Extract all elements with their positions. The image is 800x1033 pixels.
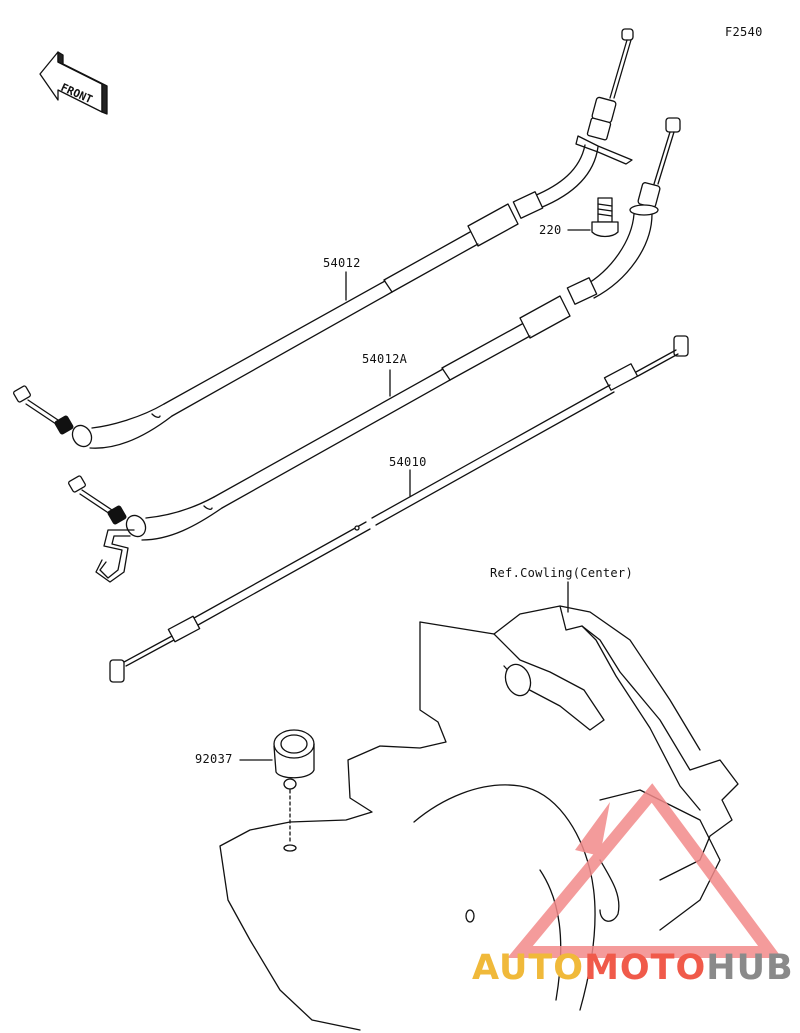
watermark-hub: HUB [706, 948, 794, 988]
bolt-220 [567, 197, 619, 238]
label-92037: 92037 [195, 752, 233, 766]
label-cowling-reference: Ref.Cowling(Center) [490, 566, 633, 580]
cable-54012 [13, 28, 634, 449]
watermark-logo: AUTOMOTOHUB [472, 948, 794, 988]
watermark-triangle-icon [507, 783, 782, 958]
label-54010: 54010 [389, 455, 427, 469]
cowling-reference [219, 605, 739, 1031]
watermark-auto: AUTO [472, 948, 585, 988]
cable-54010 [109, 335, 689, 683]
diagram-code: F2540 [725, 25, 763, 39]
cable-54012a [68, 117, 681, 583]
grommet-92037 [239, 729, 315, 843]
front-arrow-icon: FRONT [39, 51, 108, 115]
label-54012: 54012 [323, 256, 361, 270]
label-220: 220 [539, 223, 562, 237]
watermark-moto: MOTO [584, 948, 707, 988]
label-54012a: 54012A [362, 352, 408, 366]
